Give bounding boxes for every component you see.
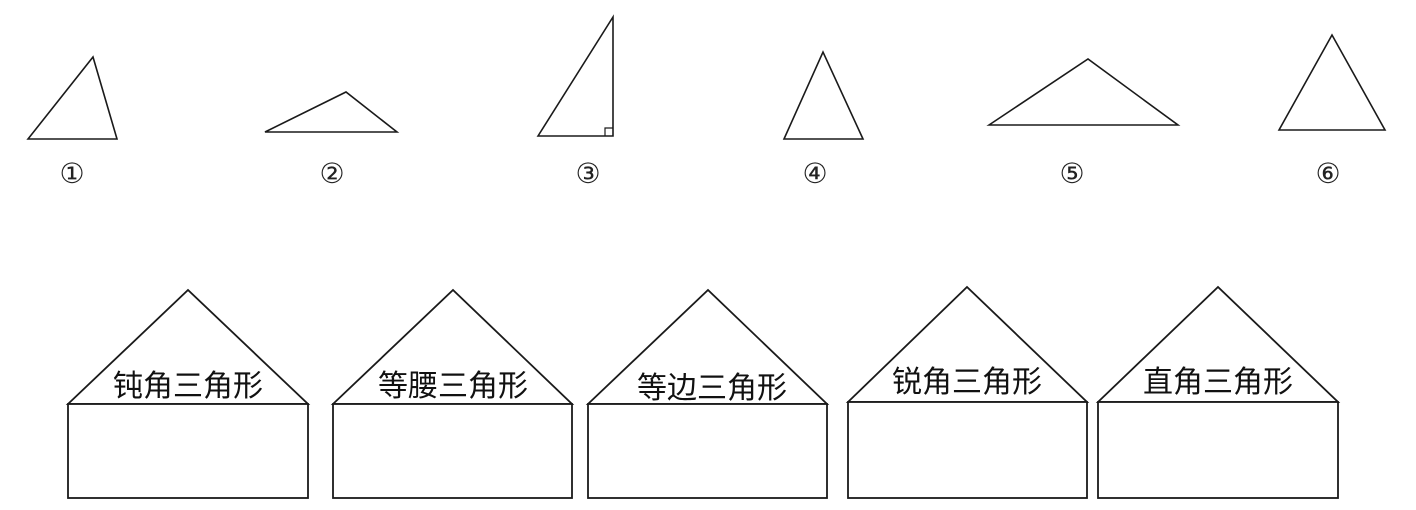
house-label-isosceles: 等腰三角形 bbox=[378, 369, 528, 404]
triangle-3-shape bbox=[536, 14, 614, 137]
triangle-4[interactable]: ④ bbox=[782, 50, 865, 190]
drop-zone-obtuse[interactable] bbox=[67, 403, 309, 499]
triangle-1-shape bbox=[26, 55, 119, 140]
triangle-1[interactable]: ① bbox=[26, 55, 119, 190]
house-right: 直角三角形 bbox=[1095, 285, 1341, 499]
house-acute: 锐角三角形 bbox=[845, 285, 1090, 499]
house-label-right: 直角三角形 bbox=[1143, 365, 1293, 400]
triangle-3[interactable]: ③ bbox=[536, 14, 614, 190]
house-label-obtuse: 钝角三角形 bbox=[113, 369, 263, 404]
drop-zone-equilateral[interactable] bbox=[587, 403, 828, 499]
drop-zone-isosceles[interactable] bbox=[332, 403, 573, 499]
house-obtuse: 钝角三角形 bbox=[65, 288, 311, 499]
drop-zone-acute[interactable] bbox=[847, 401, 1088, 499]
triangle-4-shape bbox=[782, 50, 865, 140]
triangle-6-label: ⑥ bbox=[1315, 157, 1340, 190]
triangle-2-label: ② bbox=[319, 157, 344, 190]
triangle-5-label: ⑤ bbox=[1059, 157, 1084, 190]
triangle-1-label: ① bbox=[59, 157, 84, 190]
house-equilateral: 等边三角形 bbox=[585, 288, 830, 499]
triangle-5[interactable]: ⑤ bbox=[986, 58, 1181, 190]
triangle-6-shape bbox=[1277, 33, 1387, 131]
triangle-4-label: ④ bbox=[802, 157, 827, 190]
house-isosceles: 等腰三角形 bbox=[330, 288, 575, 499]
triangle-6[interactable]: ⑥ bbox=[1277, 33, 1387, 190]
triangle-2-shape bbox=[264, 91, 400, 133]
right-angle-mark bbox=[604, 127, 613, 136]
house-label-acute: 锐角三角形 bbox=[892, 365, 1042, 400]
triangle-3-label: ③ bbox=[575, 157, 600, 190]
triangle-5-shape bbox=[986, 58, 1181, 126]
house-label-equilateral: 等边三角形 bbox=[637, 371, 787, 406]
triangle-2[interactable]: ② bbox=[264, 91, 400, 190]
drop-zone-right[interactable] bbox=[1097, 401, 1339, 499]
